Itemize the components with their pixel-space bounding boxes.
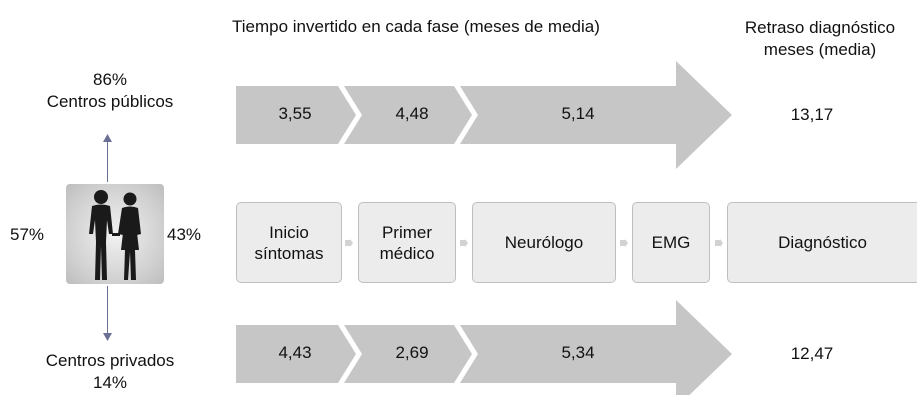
- private-phase-1-value: 4,43: [278, 343, 312, 362]
- step-2-line2: médico: [379, 243, 435, 263]
- delay-title-line2: meses (media): [763, 40, 877, 59]
- small-arrow-icon: [715, 239, 723, 247]
- public-centers-label: 86% Centros públicos: [20, 69, 200, 113]
- small-arrow-icon: [345, 239, 353, 247]
- arrow-up-icon: [103, 134, 112, 142]
- private-phase-3-value: 5,34: [561, 343, 595, 362]
- public-phase-2-value: 4,48: [395, 104, 429, 123]
- female-percent: 43%: [167, 225, 202, 244]
- connector-line-up: [107, 138, 108, 182]
- delay-title-line1: Retraso diagnóstico: [744, 18, 896, 37]
- public-total-value: 13,17: [790, 105, 834, 124]
- small-arrow-icon: [620, 239, 628, 247]
- private-percent: 14%: [92, 373, 128, 392]
- public-phase-3-value: 5,14: [561, 104, 595, 123]
- private-label: Centros privados: [45, 351, 175, 370]
- public-percent: 86%: [92, 70, 128, 89]
- private-centers-label: Centros privados 14%: [20, 350, 200, 394]
- public-phase-1-arrow: [236, 86, 356, 144]
- connector-line-down: [107, 286, 108, 334]
- step-2-line1: Primer: [381, 222, 433, 242]
- step-diagnostico: Diagnóstico: [727, 202, 917, 283]
- public-label: Centros públicos: [46, 92, 174, 111]
- phases-title: Tiempo invertido en cada fase (meses de …: [232, 17, 600, 36]
- private-phase-2-arrow: [344, 325, 472, 383]
- man-and-woman-silhouette-icon: [66, 184, 164, 284]
- male-percent: 57%: [10, 225, 45, 244]
- delay-title: Retraso diagnóstico meses (media): [730, 17, 910, 61]
- arrow-down-icon: [103, 333, 112, 341]
- public-phase-1-value: 3,55: [278, 104, 312, 123]
- small-arrow-icon: [460, 239, 468, 247]
- step-emg: EMG: [632, 202, 710, 283]
- step-1-line2: síntomas: [254, 243, 324, 263]
- public-phase-3-arrow: [460, 61, 732, 169]
- step-neurologo: Neurólogo: [472, 202, 616, 283]
- private-phase-1-arrow: [236, 325, 356, 383]
- step-1-line1: Inicio: [269, 222, 309, 242]
- public-phase-2-arrow: [344, 86, 472, 144]
- private-phase-2-value: 2,69: [395, 343, 429, 362]
- private-phase-3-arrow: [460, 300, 732, 395]
- private-total-value: 12,47: [790, 344, 834, 363]
